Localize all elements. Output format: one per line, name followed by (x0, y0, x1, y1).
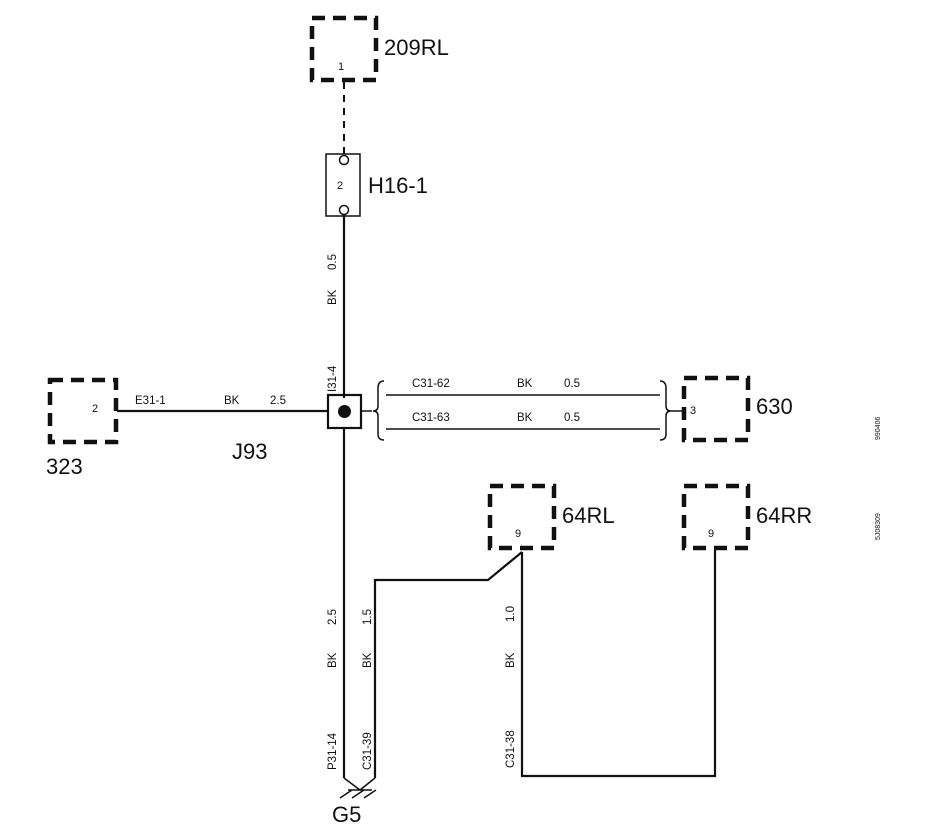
fuse-h16-terminal-bottom (338, 204, 350, 216)
connector-209rl-box (309, 15, 379, 83)
connector-323-label: 323 (46, 454, 83, 479)
wire-down-main-color: BK (327, 652, 339, 668)
connector-209rl-label: 209RL (384, 35, 449, 60)
wire-right1-size: 0.5 (564, 378, 580, 390)
wire-left-size: 2.5 (270, 395, 286, 407)
wire-right1-id: C31-62 (412, 378, 450, 390)
splice-j93-node (338, 405, 351, 418)
connector-209rl-pin: 1 (338, 61, 344, 73)
ground-icon (339, 777, 377, 799)
wire-left-id: E31-1 (135, 395, 166, 407)
side-code-1: 990406 (875, 417, 882, 440)
wire-64rl-64rr (520, 550, 717, 778)
splice-ref: I31-4 (327, 365, 339, 392)
connector-630-box (681, 375, 751, 443)
wire-down-main-size: 2.5 (327, 609, 339, 625)
wire-down3-color: BK (505, 652, 517, 668)
wire-down2-color: BK (362, 652, 374, 668)
wire-down3-id: C31-38 (505, 730, 517, 768)
ground-g5-label: G5 (332, 802, 361, 827)
connector-64rl-label: 64RL (562, 503, 615, 528)
wire-right2-size: 0.5 (564, 412, 580, 424)
connector-64rr-box (681, 483, 751, 551)
brace-left (372, 380, 385, 441)
connector-323-box (47, 377, 119, 445)
wire-right2-id: C31-63 (412, 412, 450, 424)
wire-down-main-id: P31-14 (327, 732, 339, 770)
fuse-h16-label: H16-1 (368, 173, 428, 198)
connector-64rr-pin: 9 (708, 528, 714, 540)
wire-top-color: BK (327, 289, 339, 305)
wire-right1-color: BK (517, 378, 533, 390)
brace-right (659, 380, 672, 441)
connector-630-label: 630 (756, 394, 793, 419)
wire-down2-size: 1.5 (362, 609, 374, 625)
connector-630-pin: 3 (690, 405, 696, 417)
wire-top-size: 0.5 (327, 254, 339, 270)
wire-right2-color: BK (517, 412, 533, 424)
connector-64rr-label: 64RR (756, 503, 812, 528)
splice-j93-label: J93 (232, 439, 267, 464)
wire-left-color: BK (224, 395, 240, 407)
connector-64rl-box (487, 483, 557, 551)
wire-down2-id: C31-39 (362, 732, 374, 770)
wire-down3-size: 1.0 (505, 606, 517, 622)
connector-323-pin: 2 (92, 403, 98, 415)
fuse-h16-terminal-top (338, 154, 350, 166)
connector-64rl-pin: 9 (515, 528, 521, 540)
side-code-2: 5J08309 (875, 513, 882, 540)
wire-64rl-ground (373, 551, 523, 778)
fuse-h16-pin: 2 (337, 180, 343, 192)
